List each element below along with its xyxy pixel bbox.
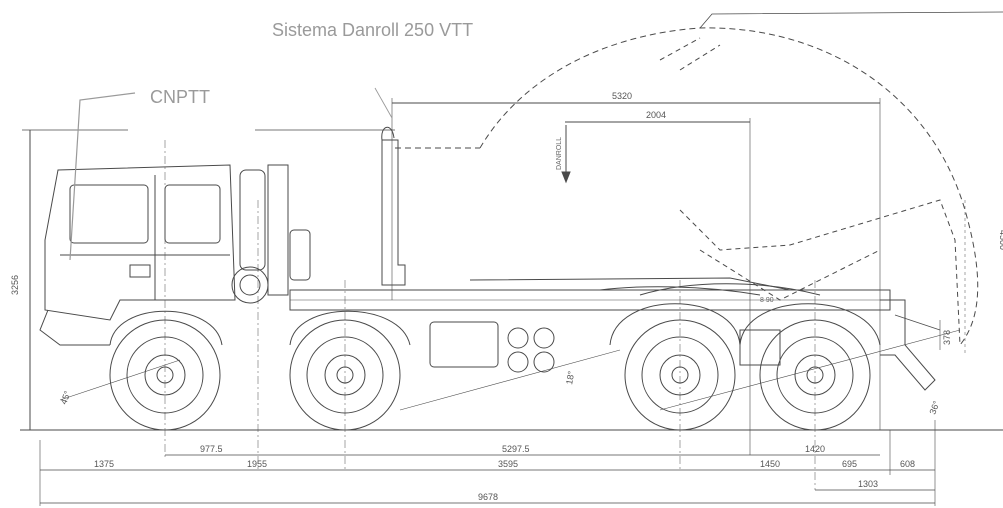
cnptt-leader — [69, 92, 136, 261]
dim-1420: 1420 — [805, 444, 825, 454]
danroll-vertical-label: DANROLL — [556, 137, 563, 170]
dim-1303: 1303 — [858, 479, 878, 489]
dim-5297: 5297.5 — [502, 444, 530, 454]
angle-front: 45° — [58, 389, 72, 406]
cab-window-front — [69, 184, 149, 244]
frame-label: 8 90 — [760, 297, 774, 304]
dim-1955: 1955 — [247, 459, 267, 469]
dim-1375: 1375 — [94, 459, 114, 469]
dim-1450: 1450 — [760, 459, 780, 469]
dim-695: 695 — [842, 459, 857, 469]
dim-hook-offset: 2004 — [646, 110, 666, 120]
dim-9678: 9678 — [478, 492, 498, 502]
dim-3595: 3595 — [498, 459, 518, 469]
dim-lift-height: 4500 — [998, 230, 1003, 250]
cab-window-side — [164, 184, 221, 244]
dim-total-height: 3256 — [10, 275, 20, 295]
exhaust-stack — [239, 169, 266, 271]
dim-608: 608 — [900, 459, 915, 469]
system-callout: Sistema Danroll 250 VTT — [272, 20, 473, 40]
angle-mid: 18° — [564, 370, 576, 386]
angle-rear: 36° — [927, 399, 941, 416]
dim-hook-reach: 5320 — [612, 91, 632, 101]
hook-sweep-arc — [479, 27, 979, 346]
dim-977: 977.5 — [200, 444, 223, 454]
dim-rear-height: 378 — [942, 330, 952, 345]
fuel-tank — [429, 321, 499, 368]
cab-body — [44, 164, 236, 321]
cab-callout: CNPTT — [150, 87, 210, 107]
hook-arm — [381, 139, 406, 286]
